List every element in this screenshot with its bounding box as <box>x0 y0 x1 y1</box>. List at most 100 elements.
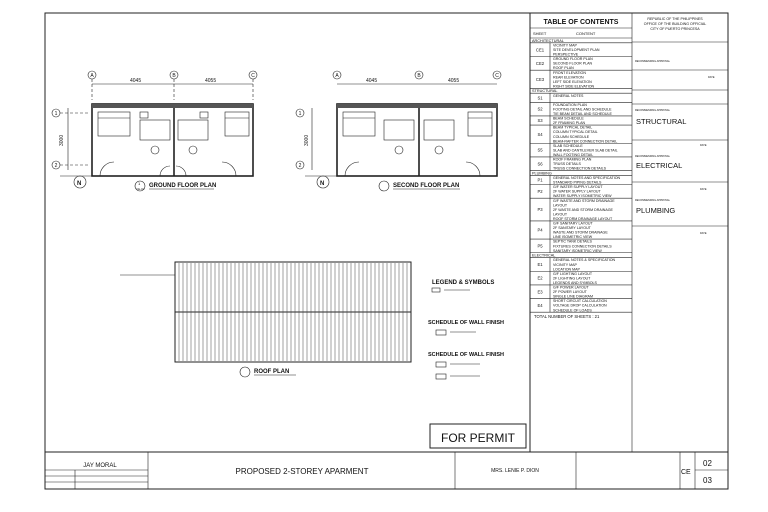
toc-content-line: SECOND FLOOR PLAN <box>553 62 593 66</box>
dim-left: 4045 <box>130 78 141 84</box>
toc-col-sheet: SHEET <box>533 31 547 36</box>
toc-content-line: LAYOUT <box>553 212 568 216</box>
stamp-date-2: DATE <box>700 144 707 147</box>
toc-content-line: SINGLE LINE DIAGRAM <box>553 295 593 299</box>
title-block: JAY MORAL PROPOSED 2-STOREY APARMENT MRS… <box>45 452 728 489</box>
toc-content-line: GROUND FLOOR PLAN <box>553 57 593 61</box>
toc-content-line: PERSPECTIVE <box>553 53 579 57</box>
toc-content-line: ROOF PLAN <box>553 66 574 70</box>
toc-sheet-number: E4 <box>537 303 543 308</box>
stamp-city: CITY OF PUERTO PRINCESA <box>650 27 700 31</box>
toc-sheet-number: E3 <box>537 289 543 294</box>
stamp-electrical: ELECTRICAL <box>636 161 682 170</box>
toc-content-line: TRUSS DETAILS <box>553 162 581 166</box>
toc-sheet-number: S4 <box>537 132 543 137</box>
toc-sheet-number: CE3 <box>536 77 545 82</box>
legend-title: LEGEND & SYMBOLS <box>432 280 494 286</box>
toc-content-line: 2F POWER LAYOUT <box>553 290 588 294</box>
row-label-2: 2 <box>55 163 58 169</box>
permit-box <box>429 423 527 449</box>
toc-content-line: LINE ISOMETRIC VIEW <box>553 235 593 239</box>
toc-total-sheets: TOTAL NUMBER OF SHEETS : 21 <box>534 314 600 319</box>
sheet-border <box>44 12 729 490</box>
toc-content-line: LOCATION MAP <box>553 267 580 271</box>
toc-content-line: SITE DEVELOPMENT PLAN <box>553 48 600 52</box>
approval-column: REPUBLIC OF THE PHILIPPINES OFFICE OF TH… <box>632 17 728 235</box>
toc-section-header: ELECTRICAL <box>532 254 555 258</box>
toc-content-line: WASTE AND STORM DRAINAGE <box>553 231 608 235</box>
toc-content-line: 2F LIGHTING LAYOUT <box>553 276 591 280</box>
stamp-recommending-1: RECOMMENDING APPROVAL <box>635 60 671 63</box>
ground-floor-plan-title: GROUND FLOOR PLAN <box>149 183 216 189</box>
sheet-total: 03 <box>703 476 712 485</box>
grid-label-c: C <box>251 73 255 79</box>
toc-content-line: 2F WATER SUPPLY LAYOUT <box>553 190 602 194</box>
table-of-contents: TABLE OF CONTENTS SHEET CONTENT ARCHITEC… <box>530 19 632 319</box>
toc-content-line: TRUSS CONNECTION DETAILS <box>553 167 607 171</box>
toc-sheet-number: P4 <box>537 228 543 233</box>
toc-sheet-number: E1 <box>537 262 543 267</box>
toc-content-line: REAR ELEVATION <box>553 75 584 79</box>
ground-plan-ref: 1 <box>138 181 141 186</box>
legend-block: LEGEND & SYMBOLS SCHEDULE OF WALL FINISH… <box>428 280 504 380</box>
toc-content-line: GENERAL NOTES AND SPECIFICATION <box>553 176 620 180</box>
toc-content-line: FOUNDATION PLAN <box>553 103 587 107</box>
toc-sheet-number: S1 <box>537 95 543 100</box>
toc-content-line: SEPTIC TANK DETAILS <box>553 240 593 244</box>
engineer-name: JAY MORAL <box>83 463 117 469</box>
toc-content-line: SANITARY ISOMETRIC VIEW <box>553 249 602 253</box>
toc-content-line: BEAM-RAFTER CONNECTION DETAIL <box>553 139 617 143</box>
toc-title: TABLE OF CONTENTS <box>544 19 619 26</box>
toc-sheet-number: E2 <box>537 276 543 281</box>
dim-vertical-2f: 3000 <box>304 135 310 146</box>
sheet-number: 02 <box>703 459 712 468</box>
second-floor-plan-title: SECOND FLOOR PLAN <box>393 183 459 189</box>
dim-vertical: 3000 <box>59 135 65 146</box>
stamp-office: OFFICE OF THE BUILDING OFFICIAL <box>644 22 706 26</box>
toc-content-line: G/F WATER SUPPLY LAYOUT <box>553 185 603 189</box>
toc-content-line: FOOTING DETAIL AND SCHEDULE <box>553 107 612 111</box>
stamp-date-3: DATE <box>700 188 707 191</box>
toc-content-line: FIXTURES CONNECTION DETAILS <box>553 244 612 248</box>
stamp-date-4: DATE <box>700 232 707 235</box>
toc-sheet-number: CE1 <box>536 47 545 52</box>
toc-content-line: SLAB SCHEDULE <box>553 144 583 148</box>
project-title: PROPOSED 2-STOREY APARMENT <box>236 467 369 476</box>
stamp-republic: REPUBLIC OF THE PHILIPPINES <box>647 17 703 21</box>
toc-content-line: WATER SUPPLY ISOMETRIC VIEW <box>553 194 612 198</box>
toc-content-line: 2F SANITARY LAYOUT <box>553 226 592 230</box>
dim-right: 4055 <box>205 78 216 84</box>
toc-sheet-number: S3 <box>537 118 543 123</box>
grid-label-a-2f: A <box>335 73 339 79</box>
toc-content-line: G/F LIGHTING LAYOUT <box>553 272 593 276</box>
grid-label-b: B <box>172 73 176 79</box>
toc-content-line: GENERAL NOTES & SPECIFICATION <box>553 258 616 262</box>
ground-plan-ref-sheet: CE-02 <box>136 187 145 191</box>
toc-content-line: FRONT ELEVATION <box>553 71 586 75</box>
toc-sheet-number: S5 <box>537 148 543 153</box>
toc-content-line: SCHEDULE OF LOADS <box>553 308 592 312</box>
wall-finish-title-2: SCHEDULE OF WALL FINISH <box>428 352 504 358</box>
sheet-code: CE <box>681 469 691 476</box>
stamp-recommending-3: RECOMMENDING APPROVAL <box>635 155 671 158</box>
dim-right-2f: 4055 <box>448 78 459 84</box>
grid-label-b-2f: B <box>417 73 421 79</box>
ground-floor-plan: A B C 4045 4055 1 2 3000 <box>51 70 258 192</box>
toc-content-line: G/F SANITARY LAYOUT <box>553 222 593 226</box>
stamp-date-1: DATE <box>708 76 715 79</box>
toc-content-line: VICINITY MAP <box>553 43 577 47</box>
stamp-structural: STRUCTURAL <box>636 117 686 126</box>
roof-plan: ROOF PLAN <box>120 261 412 378</box>
toc-content-line: SHORT CIRCUIT CALCULATION <box>553 299 607 303</box>
toc-sheet-number: CE2 <box>536 61 545 66</box>
toc-content-line: VICINITY MAP <box>553 263 577 267</box>
toc-content-line: BEAM SCHEDULE <box>553 117 584 121</box>
toc-content-line: BEAM TYPICAL DETAIL <box>553 126 592 130</box>
toc-col-content: CONTENT <box>576 31 596 36</box>
stamp-plumbing: PLUMBING <box>636 206 675 215</box>
toc-sheet-number: S6 <box>537 161 543 166</box>
toc-content-line: 2F FRAMING PLAN <box>553 121 586 125</box>
toc-content-line: LEGENDS AND SYMBOLS <box>553 281 598 285</box>
second-floor-plan: A B C 4045 4055 1 2 3000 N SECOND FLOOR … <box>295 70 502 192</box>
